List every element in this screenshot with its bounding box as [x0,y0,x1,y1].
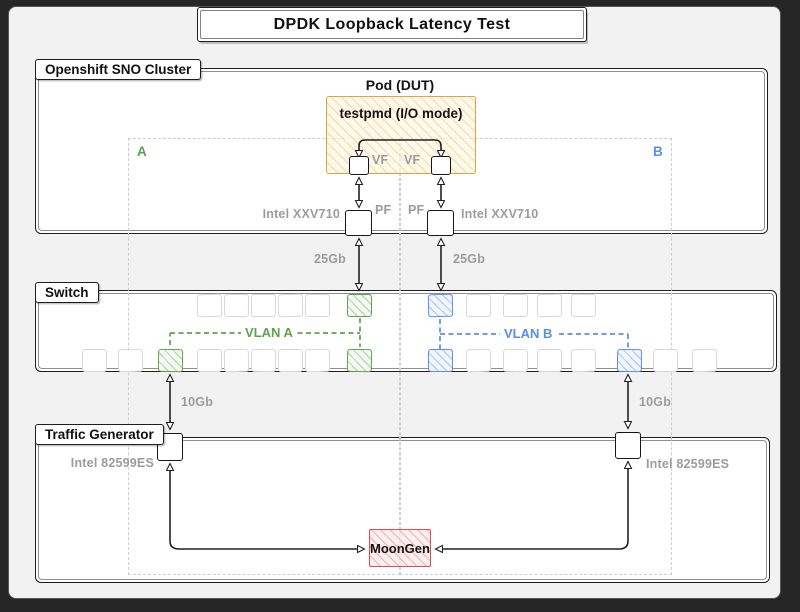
switch-port [465,293,492,318]
switch-port [117,348,144,373]
link-10g-left-label: 10Gb [181,395,214,409]
pod-label: Pod (DUT) [365,77,435,93]
diagram-title-box: DPDK Loopback Latency Test [197,7,587,42]
link-10g-right-label: 10Gb [639,395,672,409]
switch-port [465,348,492,373]
vlan-a-label: VLAN A [241,325,297,340]
testpmd-label: testpmd (I/O mode) [339,106,463,121]
switch-port-vlan-b [427,348,454,373]
traffic-generator-label: Traffic Generator [35,424,164,445]
switch-port [223,348,250,373]
switch-port [196,293,223,318]
region-a-label: A [137,144,147,159]
link-25g-right-label: 25Gb [453,252,486,266]
link-25g-left-label: 25Gb [313,252,346,266]
switch-port [196,348,223,373]
switch-port [304,293,331,318]
switch-port-vlan-a [346,348,373,373]
switch-port [223,293,250,318]
switch-port [81,348,108,373]
nic-82599-right-label: Intel 82599ES [646,457,730,471]
pf-right-label: PF [408,203,425,217]
switch-port [536,293,563,318]
nic-xxv710-right-label: Intel XXV710 [461,207,539,221]
cluster-label: Openshift SNO Cluster [35,59,202,80]
switch-port [250,293,277,318]
switch-port [277,293,304,318]
switch-port [536,348,563,373]
switch-label: Switch [35,282,99,303]
switch-port [304,348,331,373]
moongen-label: MoonGen [370,540,430,556]
vf-right-node [431,156,451,175]
switch-port-vlan-b [427,293,454,318]
switch-port [652,348,679,373]
switch-port [277,348,304,373]
nic-82599-left-label: Intel 82599ES [70,456,154,470]
switch-port [691,348,718,373]
vf-right-label: VF [404,153,421,167]
switch-port [250,348,277,373]
switch-port-vlan-b [616,348,643,373]
region-b-label: B [653,144,663,159]
switch-port-vlan-a [346,293,373,318]
pf-right-node [427,210,454,236]
vlan-b-label: VLAN B [500,326,557,341]
switch-port [502,348,529,373]
diagram-title: DPDK Loopback Latency Test [273,15,511,33]
switch-port [570,348,597,373]
pf-left-node [345,210,372,236]
nic-xxv710-left-label: Intel XXV710 [262,207,340,221]
moongen-node: MoonGen [369,529,431,567]
switch-port [570,293,597,318]
switch-port-vlan-a [157,348,184,373]
vf-left-label: VF [372,153,389,167]
vf-left-node [349,156,369,175]
switch-port [502,293,529,318]
pf-left-label: PF [375,203,392,217]
nic-82599-right-node [615,432,641,459]
